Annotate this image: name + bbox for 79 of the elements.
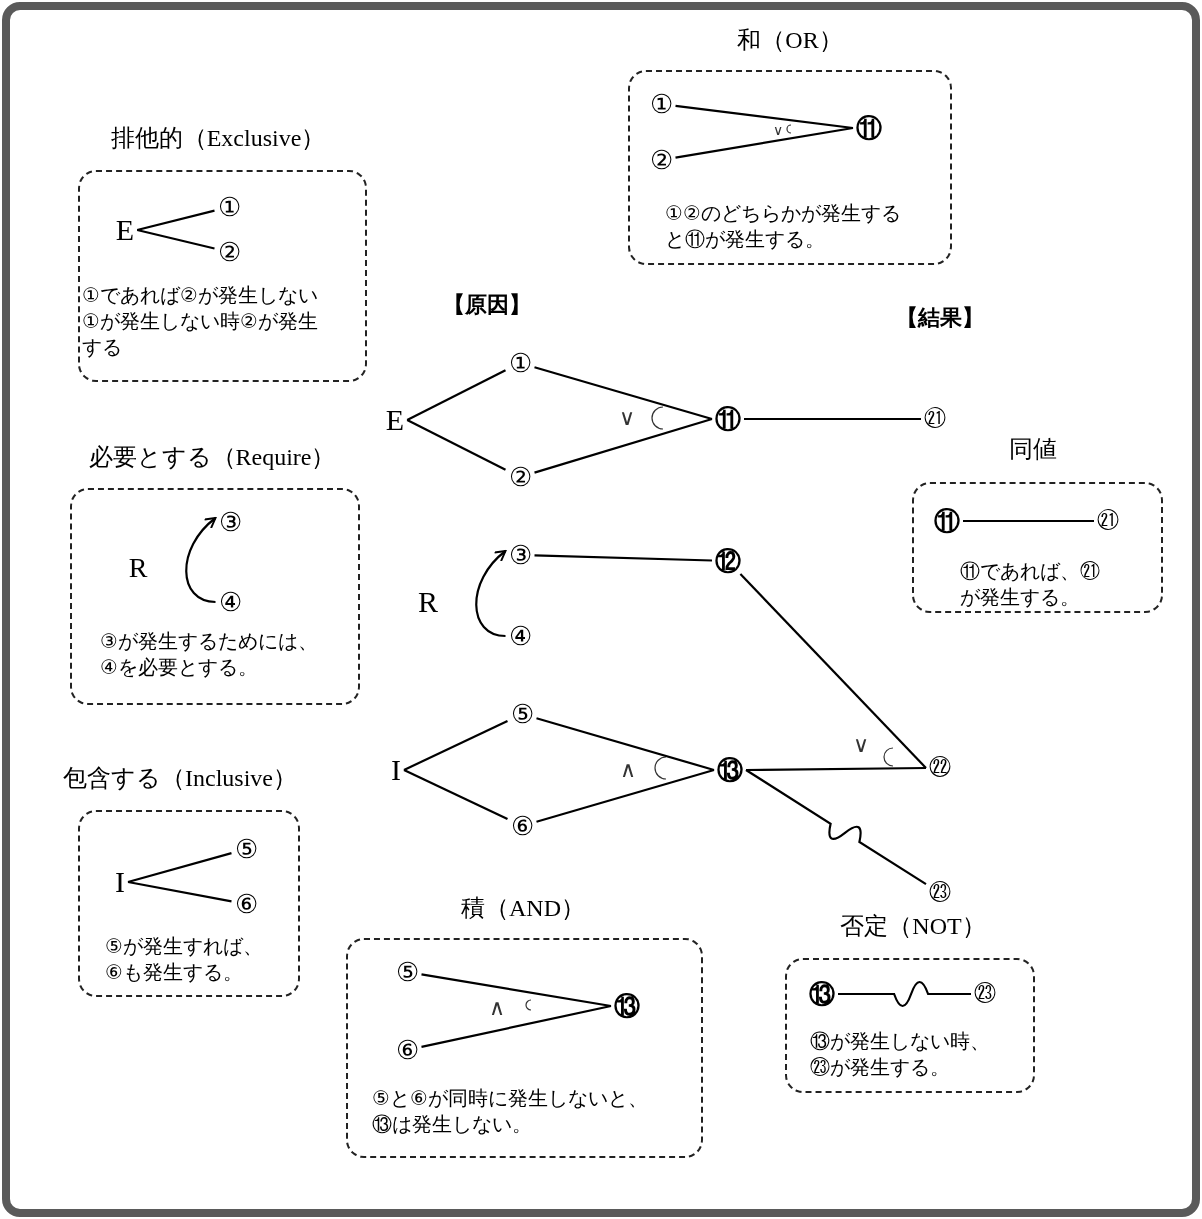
node-number: ⑤ xyxy=(395,959,419,985)
node-number: ② xyxy=(217,239,241,265)
node-number: ⑫ xyxy=(715,548,741,574)
node-number: ⑬ xyxy=(809,981,835,1007)
logic-symbol: ∨ xyxy=(619,407,635,429)
connector-line xyxy=(838,981,971,1007)
section-title: 包含する（Inclusive） xyxy=(63,764,297,793)
connector-line xyxy=(963,519,1094,523)
section-title: 和（OR） xyxy=(737,26,843,55)
relation-letter: R xyxy=(418,587,438,617)
connector-line xyxy=(136,209,215,232)
connector-line xyxy=(534,417,713,474)
connector-line xyxy=(536,768,715,823)
logic-symbol: ∨ xyxy=(773,123,783,137)
connector-line xyxy=(406,419,506,471)
node-number: ⑬ xyxy=(614,993,640,1019)
node-number: ㉑ xyxy=(924,408,946,430)
section-title: 否定（NOT） xyxy=(840,912,986,941)
arrow xyxy=(475,550,507,638)
node-number: ① xyxy=(217,194,241,220)
relation-letter: I xyxy=(115,867,125,897)
connector-line xyxy=(534,554,713,562)
description-text: ⑬が発生しない時、㉓が発生する。 xyxy=(810,1028,991,1080)
connector-line xyxy=(403,719,508,771)
connector-line xyxy=(746,766,926,772)
connector-line xyxy=(739,573,927,769)
logic-symbol: ∧ xyxy=(489,997,505,1019)
connector-line xyxy=(127,880,232,903)
relation-letter: E xyxy=(385,405,405,435)
section-title: 必要とする（Require） xyxy=(88,443,336,472)
section-title: 排他的（Exclusive） xyxy=(110,124,326,153)
connector-line xyxy=(421,1004,612,1048)
section-title: 積（AND） xyxy=(461,894,585,923)
node-number: ⑪ xyxy=(856,115,882,141)
connector-line xyxy=(744,417,921,421)
description-text: ⑪であれば、㉑が発生する。 xyxy=(960,558,1101,610)
node-number: ㉒ xyxy=(929,757,951,779)
node-number: ⑪ xyxy=(715,406,741,432)
node-number: ㉓ xyxy=(974,983,996,1005)
description-text: ①であれば②が発生しない①が発生しない時②が発生する xyxy=(82,282,319,360)
node-number: ④ xyxy=(508,623,532,649)
node-number: ⑥ xyxy=(510,813,534,839)
connector-line xyxy=(406,369,506,421)
node-number: ③ xyxy=(218,509,242,535)
relation-letter: E xyxy=(115,215,135,245)
connector-line xyxy=(536,717,715,772)
connector-line xyxy=(421,973,612,1008)
description-text: ⑤と⑥が同時に発生しないと、⑬は発生しない。 xyxy=(372,1085,649,1137)
relation-letter: R xyxy=(128,554,148,582)
node-number: ⑥ xyxy=(395,1037,419,1063)
description-text: ③が発生するためには、④を必要とする。 xyxy=(100,628,319,680)
logic-symbol: ∧ xyxy=(620,759,636,781)
connector-line xyxy=(675,126,854,159)
description-text: ①②のどちらかが発生すると⑪が発生する。 xyxy=(665,200,902,252)
section-heading: 【結果】 xyxy=(896,307,984,329)
node-number: ㉑ xyxy=(1097,510,1119,532)
node-number: ⑤ xyxy=(510,701,534,727)
section-title: 同値 xyxy=(1009,435,1057,464)
node-number: ⑬ xyxy=(717,757,743,783)
connector-line xyxy=(403,769,508,821)
connector-line xyxy=(534,366,713,421)
node-number: ⑤ xyxy=(234,836,258,862)
node-number: ③ xyxy=(508,542,532,568)
node-number: ⑪ xyxy=(934,508,960,534)
node-number: ① xyxy=(508,350,532,376)
description-text: ⑤が発生すれば、⑥も発生する。 xyxy=(105,933,264,985)
node-number: ④ xyxy=(218,589,242,615)
relation-letter: I xyxy=(391,755,401,785)
arrow xyxy=(185,517,217,604)
node-number: ㉓ xyxy=(929,882,951,904)
node-number: ② xyxy=(649,147,673,173)
section-heading: 【原因】 xyxy=(443,294,531,316)
node-number: ① xyxy=(649,91,673,117)
connector-line xyxy=(745,769,927,886)
connector-line xyxy=(136,228,215,250)
node-number: ② xyxy=(508,464,532,490)
connector-line xyxy=(127,852,232,884)
logic-symbol: ∨ xyxy=(853,734,869,756)
node-number: ⑥ xyxy=(234,891,258,917)
